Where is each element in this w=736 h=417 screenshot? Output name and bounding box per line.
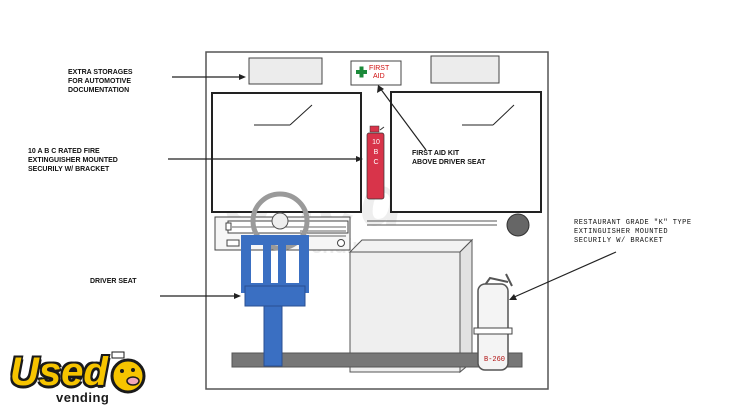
label-k-extinguisher: RESTAURANT GRADE "K" TYPE EXTINGUISHER M… (574, 219, 692, 245)
k-type-extinguisher (473, 273, 513, 371)
first-aid-box-label: FIRST AID (369, 65, 389, 81)
storage-compartment-left (248, 57, 323, 85)
label-extra-storages: EXTRA STORAGES FOR AUTOMOTIVE DOCUMENTAT… (68, 69, 133, 94)
leader-k-extinguisher (509, 251, 617, 300)
leader-driver-seat (160, 293, 241, 299)
abc-fire-extinguisher (366, 125, 385, 200)
leader-fire-extinguisher (168, 156, 363, 162)
window-right (390, 91, 542, 213)
abc-extinguisher-label: 10 B C (372, 139, 380, 166)
logo-sub: vending (56, 390, 110, 405)
first-aid-line1: FIRST (369, 65, 390, 72)
leader-first-aid (377, 85, 427, 151)
label-driver-seat: DRIVER SEAT (90, 278, 137, 285)
used-vending-logo: Used vending (6, 350, 176, 410)
first-aid-line2: AID (373, 73, 385, 80)
first-aid-cross-icon (356, 66, 367, 78)
storage-cabinet (348, 238, 474, 374)
pig-mascot-icon (110, 351, 146, 394)
storage-compartment-right (430, 55, 500, 84)
vent-circle (506, 213, 530, 237)
window-left (211, 92, 362, 213)
k-extinguisher-tag: B-260 (484, 356, 506, 364)
label-first-aid-kit: FIRST AID KIT ABOVE DRIVER SEAT (412, 150, 486, 166)
floor (231, 352, 523, 368)
leader-extra-storages (172, 74, 246, 80)
driver-seat (241, 235, 309, 367)
label-fire-extinguisher: 10 A B C RATED FIRE EXTINGUISHER MOUNTED… (28, 148, 118, 173)
cab-outline (205, 51, 549, 390)
logo-word: Used (10, 350, 108, 394)
